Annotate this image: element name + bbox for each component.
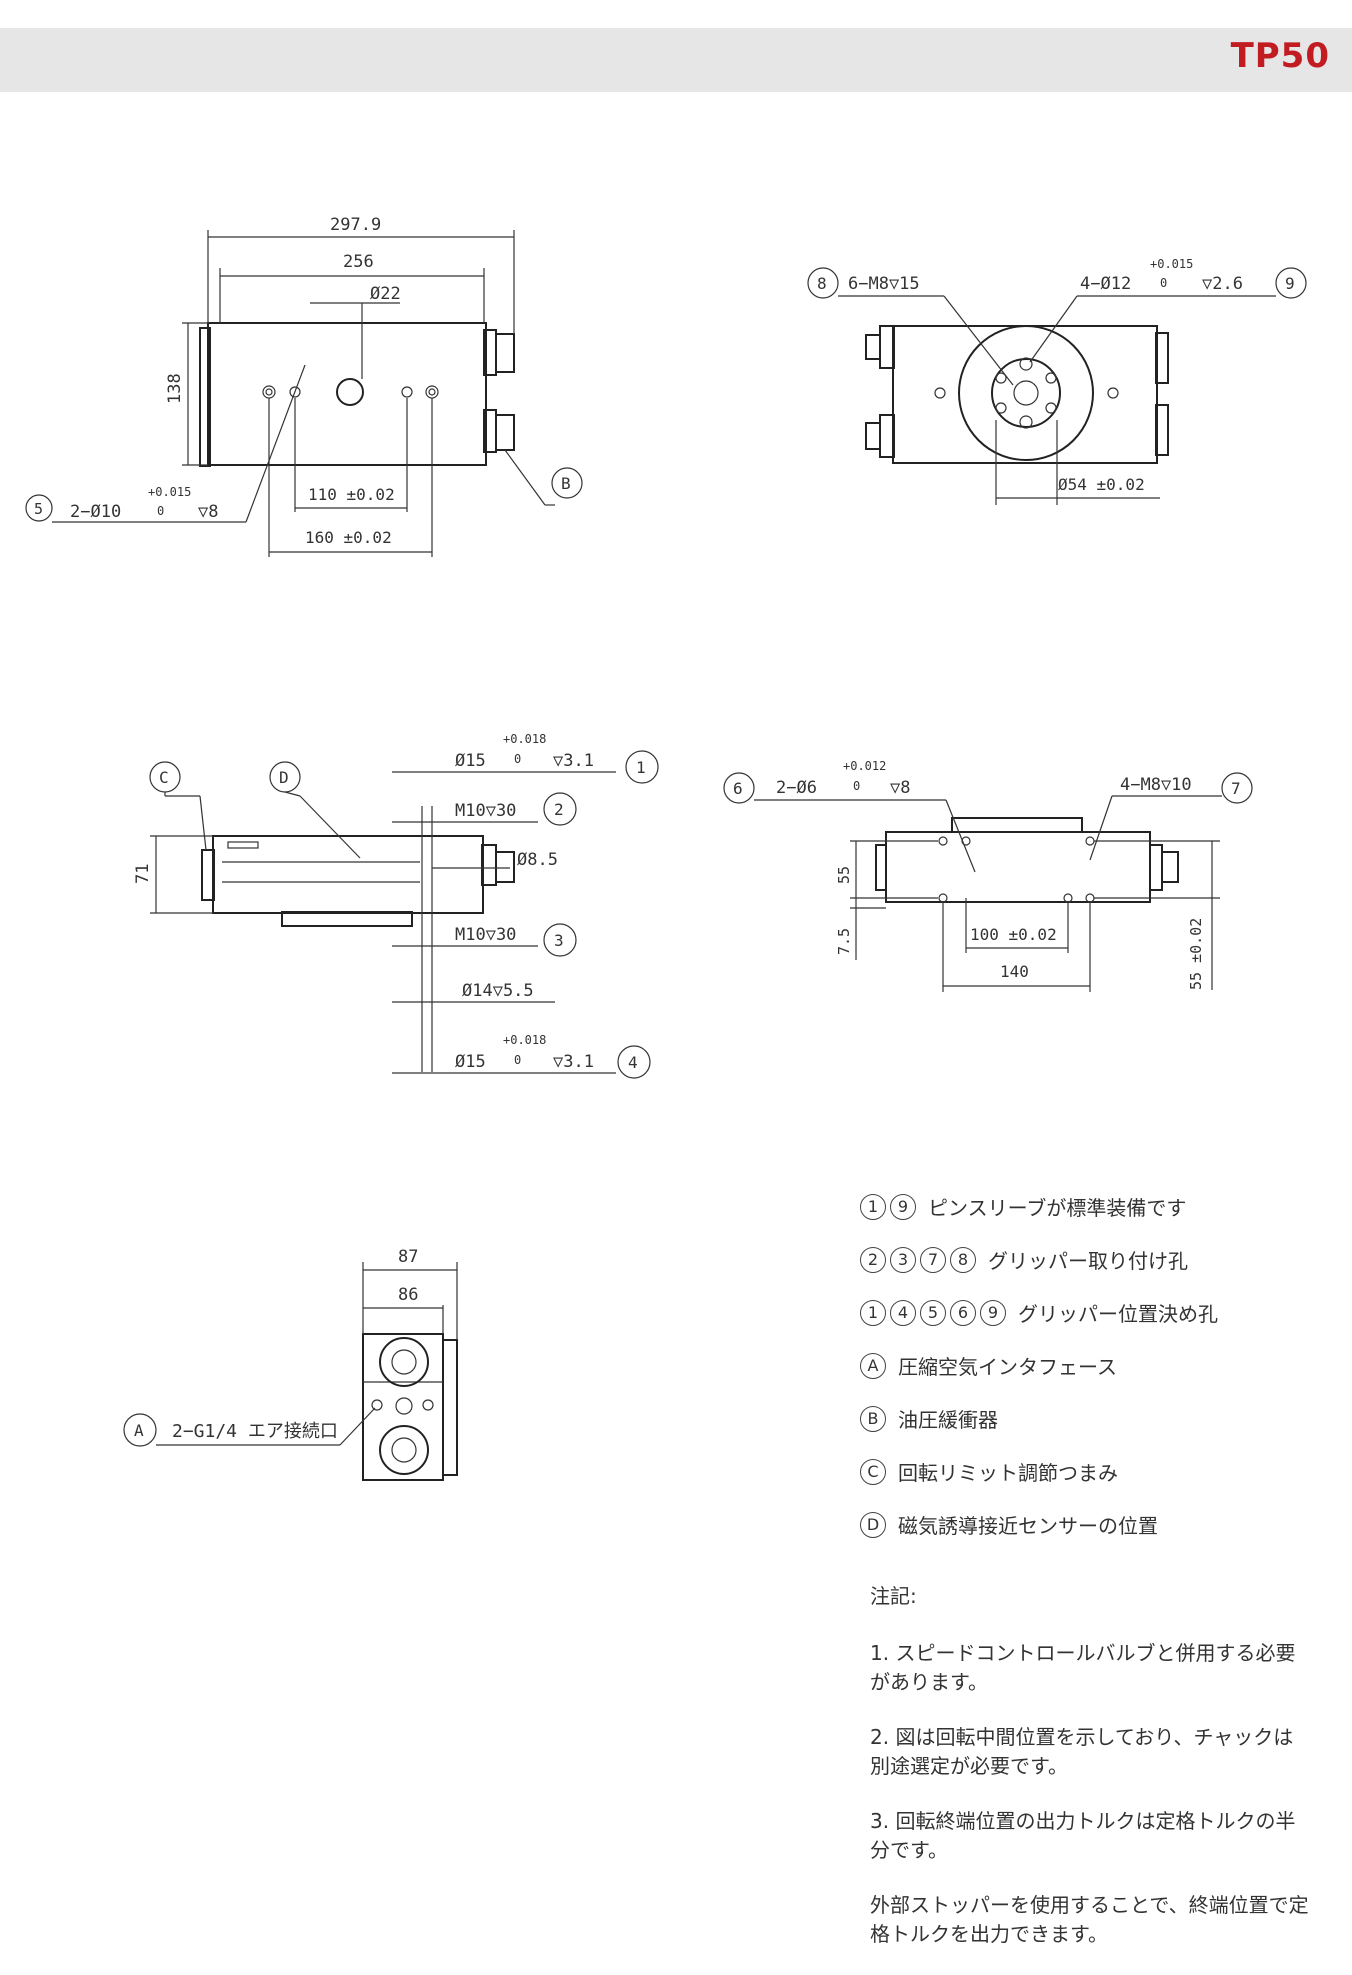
dim-15a: Ø15	[455, 751, 486, 771]
note-6: 2−Ø6	[776, 778, 817, 798]
note-2: 2. 図は回転中間位置を示しており、チャックは別途選定が必要です。	[870, 1725, 1294, 1778]
legend-mark: 4	[890, 1299, 916, 1326]
dim-7-5: 7.5	[835, 928, 853, 955]
view-side: C D 71 Ø15 +0.018 0 ▽3.1 1 M10▽30 2 Ø8.5…	[133, 732, 659, 1079]
legend-mark: 8	[950, 1246, 976, 1273]
dim-138: 138	[165, 373, 185, 404]
depth-6: ▽8	[890, 778, 910, 798]
hole-tol-bot-5: 0	[157, 504, 164, 518]
view-bottom: 6 2−Ø6 +0.012 0 ▽8 4−M8▽10 7 55 7.5 100 …	[723, 759, 1253, 992]
legend-mark: D	[860, 1511, 886, 1538]
hole-depth-5: ▽8	[198, 502, 218, 522]
notes: 注記: 1. スピードコントロールバルブと併用する必要があります。 2. 図は回…	[870, 1582, 1310, 1975]
tol-9-bot: 0	[1160, 276, 1167, 290]
dim-140: 140	[1000, 962, 1029, 981]
depth-b: ▽3.1	[553, 1052, 594, 1072]
legend: 1 9 ピンスリーブが標準装備です 2 3 7 8 グリッパー取り付け孔 1 4…	[860, 1180, 1340, 1551]
tol-9-top: +0.015	[1150, 257, 1193, 271]
legend-row: A 圧縮空気インタフェース	[860, 1339, 1340, 1392]
label-9: 9	[1285, 274, 1295, 293]
tol-a-top: +0.018	[503, 732, 546, 746]
depth-9: ▽2.6	[1202, 274, 1243, 294]
dim-55: 55	[835, 866, 853, 884]
legend-mark: 1	[860, 1299, 886, 1326]
label-5: 5	[34, 500, 43, 518]
note-A: 2−G1/4 エア接続口	[172, 1421, 338, 1442]
dim-87: 87	[398, 1247, 418, 1267]
dim-dia22: Ø22	[370, 284, 401, 304]
note-9: 4−Ø12	[1080, 274, 1131, 294]
note-4: 外部ストッパーを使用することで、終端位置で定格トルクを出力できます。	[870, 1893, 1309, 1946]
label-1: 1	[636, 758, 646, 777]
legend-mark: A	[860, 1352, 886, 1379]
dim-256: 256	[343, 252, 374, 272]
model-name: TP50	[1230, 36, 1330, 76]
dim-m10a: M10▽30	[455, 801, 516, 821]
label-4: 4	[628, 1053, 638, 1072]
dim-d85: Ø8.5	[517, 850, 558, 870]
legend-text: 圧縮空気インタフェース	[898, 1355, 1117, 1379]
tol-b-bot: 0	[514, 1053, 521, 1067]
legend-text: 回転リミット調節つまみ	[898, 1461, 1118, 1485]
dim-d14: Ø14▽5.5	[462, 981, 534, 1001]
legend-mark: 1	[860, 1193, 886, 1220]
legend-text: グリッパー取り付け孔	[988, 1249, 1188, 1273]
legend-mark: B	[860, 1405, 886, 1432]
note-3: 3. 回転終端位置の出力トルクは定格トルクの半分です。	[870, 1809, 1296, 1862]
dim-m10b: M10▽30	[455, 925, 516, 945]
label-A: A	[134, 1421, 144, 1440]
legend-mark: 6	[950, 1299, 976, 1326]
label-3: 3	[554, 931, 564, 950]
dim-55-tol: 55 ±0.02	[1187, 918, 1205, 990]
legend-row: 2 3 7 8 グリッパー取り付け孔	[860, 1233, 1340, 1286]
tol-a-bot: 0	[514, 752, 521, 766]
legend-text: グリッパー位置決め孔	[1018, 1302, 1218, 1326]
legend-mark: 5	[920, 1299, 946, 1326]
note-1: 1. スピードコントロールバルブと併用する必要があります。	[870, 1641, 1296, 1694]
dim-110: 110 ±0.02	[308, 485, 395, 504]
note-7: 4−M8▽10	[1120, 775, 1192, 795]
label-2: 2	[554, 800, 564, 819]
dim-86: 86	[398, 1285, 418, 1305]
dim-160: 160 ±0.02	[305, 528, 392, 547]
view-end: 87 86 A 2−G1/4 エア接続口	[123, 1247, 458, 1481]
label-B-view1: B	[561, 474, 571, 493]
label-C: C	[159, 768, 169, 787]
legend-text: 磁気誘導接近センサーの位置	[898, 1514, 1158, 1538]
note-8: 6−M8▽15	[848, 274, 920, 294]
legend-text: ピンスリーブが標準装備です	[928, 1196, 1187, 1220]
legend-mark: 7	[920, 1246, 946, 1273]
depth-a: ▽3.1	[553, 751, 594, 771]
legend-row: D 磁気誘導接近センサーの位置	[860, 1498, 1340, 1551]
legend-row: C 回転リミット調節つまみ	[860, 1445, 1340, 1498]
hole-tol-top-5: +0.015	[148, 485, 191, 499]
legend-mark: 9	[890, 1193, 916, 1220]
tol-6-top: +0.012	[843, 759, 886, 773]
dim-71: 71	[133, 864, 153, 884]
legend-mark: 9	[980, 1299, 1006, 1326]
view-top: 8 6−M8▽15 9 4−Ø12 +0.015 0 ▽2.6 Ø54 ±0.0…	[807, 257, 1307, 505]
legend-text: 油圧緩衝器	[898, 1408, 998, 1432]
label-7: 7	[1231, 779, 1241, 798]
tol-b-top: +0.018	[503, 1033, 546, 1047]
dim-297-9: 297.9	[330, 215, 381, 235]
label-6: 6	[733, 779, 743, 798]
legend-mark: 2	[860, 1246, 886, 1273]
hole-note-5: 2−Ø10	[70, 502, 121, 522]
label-8: 8	[817, 274, 827, 293]
view-front: 297.9 256 Ø22 138 110 ±0.02 160 ±0.02 5 …	[25, 215, 583, 557]
legend-row: 1 4 5 6 9 グリッパー位置決め孔	[860, 1286, 1340, 1339]
dim-dia54: Ø54 ±0.02	[1058, 475, 1145, 494]
legend-row: 1 9 ピンスリーブが標準装備です	[860, 1180, 1340, 1233]
legend-mark: C	[860, 1458, 886, 1485]
legend-mark: 3	[890, 1246, 916, 1273]
tol-6-bot: 0	[853, 779, 860, 793]
notes-title: 注記:	[870, 1584, 917, 1608]
dim-15b: Ø15	[455, 1052, 486, 1072]
dim-100: 100 ±0.02	[970, 925, 1057, 944]
legend-row: B 油圧緩衝器	[860, 1392, 1340, 1445]
label-D: D	[279, 768, 289, 787]
header-bar: TP50	[0, 28, 1352, 92]
